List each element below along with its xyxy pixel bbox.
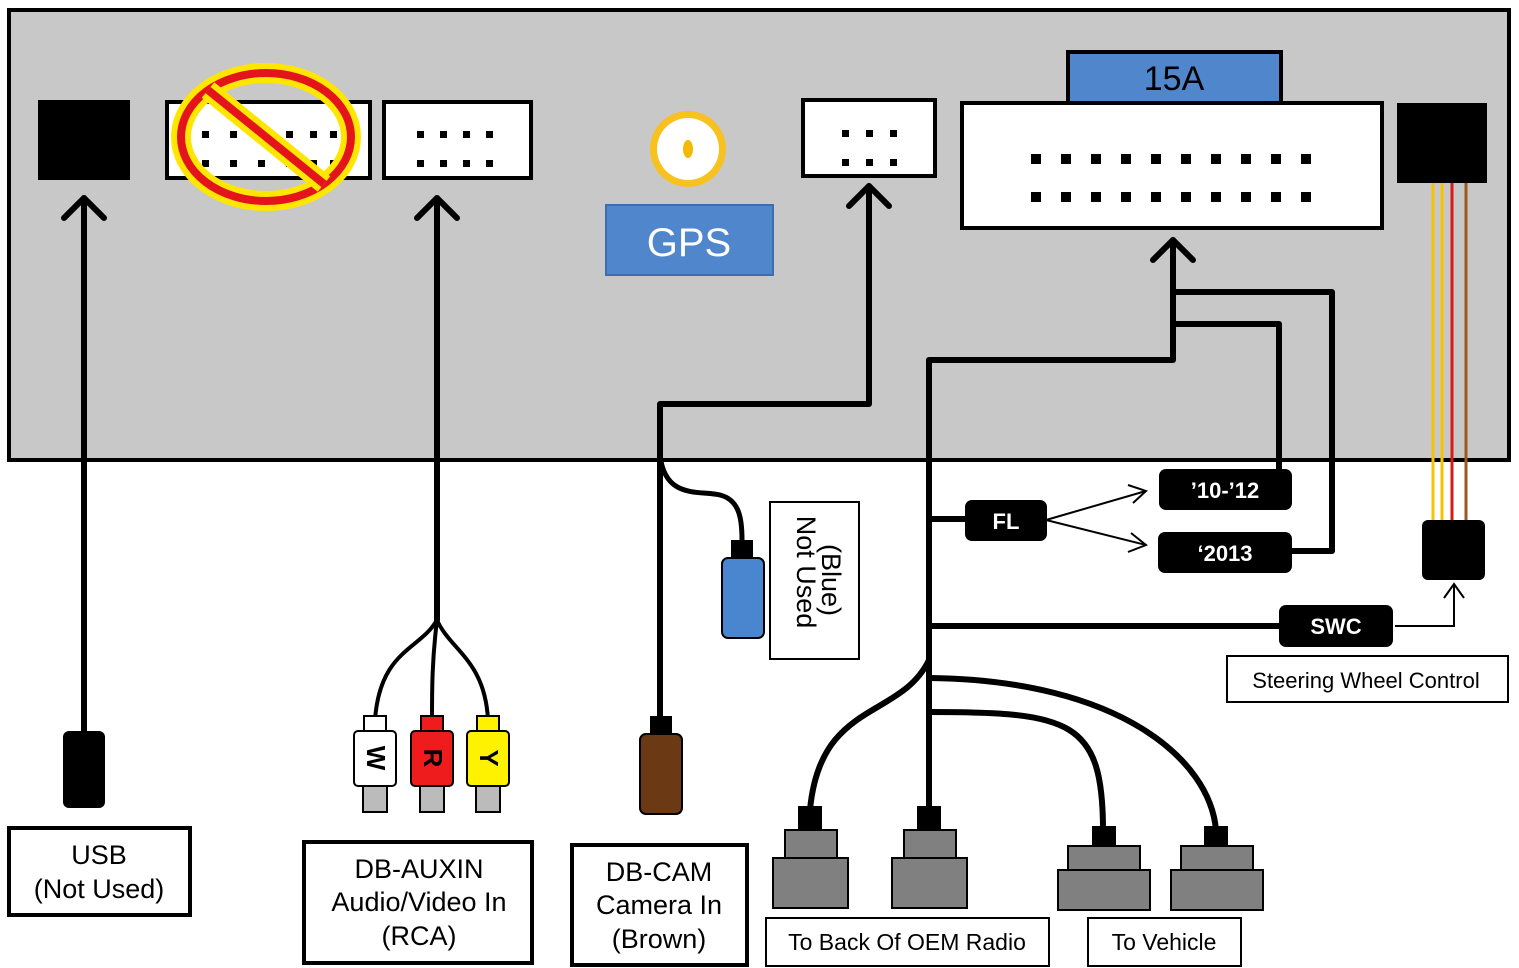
usb-caption-line1: USB — [71, 840, 127, 870]
oem-plug-2 — [891, 806, 968, 909]
auxin-connector — [382, 100, 533, 180]
camera-connector — [801, 98, 937, 178]
vehicle-caption-box — [1087, 917, 1242, 967]
year-badge-2013 — [1158, 532, 1292, 573]
oem-plug-1 — [772, 806, 849, 909]
vehicle-plug-2 — [1170, 826, 1264, 911]
rca-plug-red — [410, 715, 454, 813]
cam-caption-line2: Camera In — [596, 890, 722, 920]
steering-caption: Steering Wheel Control — [1252, 668, 1479, 693]
rca-r-label: R — [418, 749, 448, 768]
camera-plug — [639, 716, 683, 815]
rca-y-label: Y — [474, 749, 504, 766]
main-power-connector — [960, 101, 1384, 230]
blue-label-2: Not Used — [791, 516, 821, 629]
usb-caption-box — [7, 826, 192, 917]
prohibited-icon — [171, 63, 361, 211]
auxin-caption-line3: (RCA) — [382, 921, 457, 951]
swc-arrow — [1395, 582, 1465, 627]
rca-plug-yellow — [466, 715, 510, 813]
gps-label-box — [605, 204, 774, 276]
vehicle-caption: To Vehicle — [1112, 929, 1217, 955]
usb-caption-line2: (Not Used) — [34, 874, 165, 904]
steering-wires — [1431, 183, 1468, 522]
auxin-caption-box — [302, 840, 534, 965]
gps-label: GPS — [647, 221, 731, 265]
auxin-caption-line2: Audio/Video In — [331, 887, 506, 917]
unused-connector — [165, 63, 372, 211]
year-label-2013: ‘2013 — [1197, 541, 1252, 566]
swc-port — [1397, 103, 1487, 183]
gps-antenna-port — [650, 111, 726, 187]
cam-caption-line3: (Brown) — [612, 924, 707, 954]
auxin-caption-line1: DB-AUXIN — [354, 854, 483, 884]
oem-caption: To Back Of OEM Radio — [788, 929, 1026, 955]
swc-label: SWC — [1310, 614, 1361, 639]
blue-label-1: (Blue) — [816, 544, 846, 616]
swc-badge — [1279, 605, 1393, 647]
year-badge-2010 — [1159, 469, 1292, 510]
usb-port — [38, 100, 130, 180]
wires — [61, 183, 1335, 833]
vehicle-plug-1 — [1057, 826, 1151, 911]
fl-label: FL — [993, 509, 1020, 534]
steering-caption-box — [1226, 655, 1509, 703]
fl-split-arrows — [1045, 484, 1148, 553]
oem-caption-box — [765, 917, 1050, 967]
year-label-2010: ’10-’12 — [1191, 478, 1260, 503]
cam-caption-line1: DB-CAM — [606, 857, 713, 887]
rca-w-label: W — [361, 746, 391, 771]
blue-not-used-box — [769, 501, 860, 660]
swc-plug — [1422, 520, 1485, 580]
rca-plug-white — [353, 715, 397, 813]
blue-plug — [721, 540, 765, 639]
cam-caption-box — [570, 843, 749, 967]
usb-plug — [63, 731, 105, 808]
fl-badge — [965, 500, 1047, 541]
fuse-label: 15A — [1144, 60, 1205, 98]
